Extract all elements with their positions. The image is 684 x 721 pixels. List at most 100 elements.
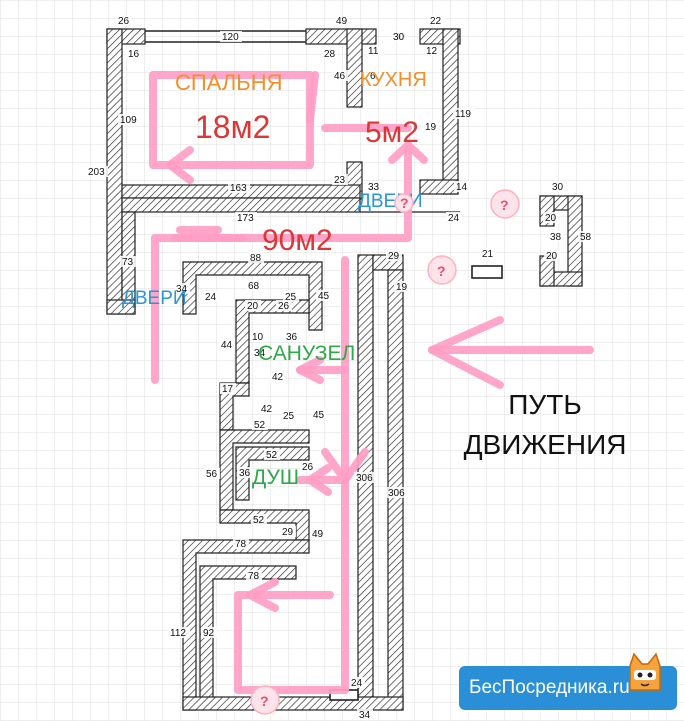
dimension-label-bg (220, 383, 236, 394)
dimension-label-bg (220, 31, 242, 42)
dimension-label: 92 (203, 628, 215, 639)
dimension-label: 52 (253, 515, 265, 526)
kitchen-area: 5м2 (365, 116, 419, 149)
cat-mascot-icon (629, 652, 661, 691)
dimension-label-bg (480, 248, 496, 259)
dimension-label-bg (250, 331, 266, 342)
unknown-marker-1: ? (490, 189, 520, 219)
dimension-label-bg (300, 461, 316, 472)
dimension-label: 23 (334, 175, 346, 186)
dimension-label: 52 (266, 450, 278, 461)
dimension-label-bg (357, 709, 373, 720)
dimension-label-bg (454, 181, 470, 192)
dimension-label-bg (86, 166, 108, 177)
dimension-label-bg (280, 526, 296, 537)
dimension-label: 45 (318, 291, 330, 302)
dimension-label-bg (332, 174, 348, 185)
dimension-label-bg (219, 339, 235, 350)
dimension-label-bg (235, 212, 257, 223)
dimension-label: 26 (118, 16, 130, 27)
dimension-label: 38 (550, 232, 562, 243)
dimension-label-bg (544, 250, 560, 261)
dimension-label-bg (311, 409, 327, 420)
dimension-labels: 2612049302216281112109466119203163233319… (86, 15, 594, 721)
dimension-label-bg (316, 290, 332, 301)
dimension-label: 28 (324, 49, 336, 60)
dimension-label: 112 (170, 628, 186, 639)
dimension-label-bg (310, 528, 326, 539)
shower-name: ДУШ (252, 466, 299, 489)
svg-text:?: ? (400, 195, 409, 211)
legend-line-2: ДВИЖЕНИЯ (463, 429, 627, 460)
dimension-label-bg (264, 449, 280, 460)
dimension-label: 20 (546, 251, 558, 262)
dimension-label: 21 (482, 249, 494, 260)
dimension-label-bg (116, 15, 132, 26)
dimension-label-bg (228, 182, 250, 193)
dimension-label-bg (354, 472, 376, 483)
dimension-label: 20 (247, 301, 259, 312)
dimension-label-bg (168, 627, 190, 638)
dimension-label: 12 (426, 46, 438, 57)
dimension-label: 34 (176, 284, 188, 295)
dimension-label: 119 (455, 109, 471, 120)
dimension-label: 14 (456, 182, 468, 193)
dimension-label: 46 (334, 71, 346, 82)
dimension-label: 78 (248, 571, 260, 582)
dimension-label-bg (453, 108, 475, 119)
dimension-label-bg (578, 231, 594, 242)
dimension-label-bg (174, 283, 190, 294)
dimension-label: 24 (205, 292, 217, 303)
dimension-label: 19 (425, 122, 437, 133)
dimension-label: 88 (250, 253, 262, 264)
dimension-label-bg (334, 15, 350, 26)
dimension-label: 203 (88, 167, 105, 178)
dimension-label: 34 (359, 710, 371, 721)
dimension-label: 52 (254, 420, 266, 431)
dimension-label: 20 (545, 213, 557, 224)
dimension-label-bg (424, 45, 440, 56)
dimension-label: 109 (120, 115, 137, 126)
dimension-label: 10 (252, 332, 264, 343)
dimension-label: 25 (283, 411, 295, 422)
dimension-label: 58 (580, 232, 592, 243)
dimension-label-bg (428, 15, 444, 26)
dimension-label-bg (259, 403, 275, 414)
dimension-label: 163 (230, 183, 247, 194)
dimension-label-bg (423, 121, 439, 132)
bedroom-name: СПАЛЬНЯ (175, 70, 283, 95)
dimension-label: 73 (122, 257, 134, 268)
dimension-label: 26 (278, 301, 290, 312)
legend-line-1: ПУТЬ (508, 389, 582, 420)
dimension-label: 29 (282, 527, 294, 538)
dimension-label-bg (391, 31, 407, 42)
dimension-label-bg (246, 570, 262, 581)
dimension-label-bg (283, 291, 299, 302)
dimension-label: 11 (368, 46, 379, 57)
dimension-label-bg (245, 300, 261, 311)
bedroom-area: 18м2 (195, 109, 270, 145)
dimension-label-bg (126, 48, 142, 59)
dimension-label-bg (332, 70, 348, 81)
dimension-label: 45 (313, 410, 325, 421)
svg-text:?: ? (437, 263, 446, 279)
dimension-label: 34 (254, 348, 266, 359)
dimension-label: 25 (285, 292, 297, 303)
brand-suffix: .ru (607, 677, 630, 698)
dimension-label-bg (394, 281, 410, 292)
dimension-label: 16 (128, 49, 140, 60)
dimension-label: 42 (272, 372, 284, 383)
dimension-label-bg (368, 70, 378, 81)
svg-text:?: ? (260, 693, 269, 709)
dimension-label: 24 (351, 678, 363, 689)
dimension-label-bg (543, 212, 559, 223)
unknown-marker-3: ? (250, 685, 280, 715)
dimension-label: 42 (261, 404, 273, 415)
dimension-label: 30 (552, 182, 564, 193)
svg-text:?: ? (500, 197, 509, 213)
dimension-label-bg (386, 487, 408, 498)
dimension-label: 30 (393, 32, 405, 43)
dimension-label: 56 (206, 469, 218, 480)
dimension-label-bg (386, 250, 402, 261)
movement-path-legend: ПУТЬ ДВИЖЕНИЯ (440, 385, 650, 465)
